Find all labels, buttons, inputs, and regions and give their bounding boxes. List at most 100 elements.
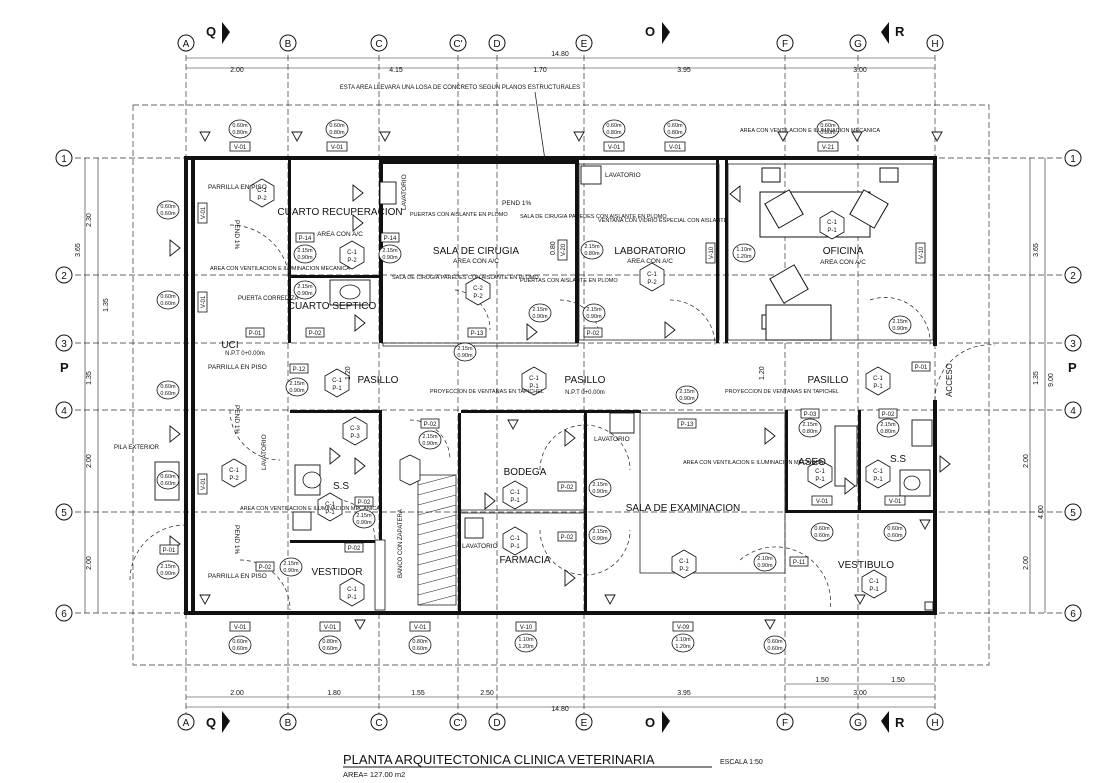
- svg-text:0.80m: 0.80m: [412, 639, 428, 645]
- svg-text:0.80m: 0.80m: [820, 130, 836, 136]
- note-ventilacion-4: AREA CON VENTILACION E ILUMINACION MECAN…: [240, 506, 380, 512]
- svg-text:0.90m: 0.90m: [283, 568, 299, 574]
- svg-text:0.80m: 0.80m: [584, 251, 600, 257]
- svg-text:P-3: P-3: [350, 434, 360, 440]
- svg-text:0.60m: 0.60m: [887, 533, 903, 539]
- room-pasillo-label-3: PASILLO: [808, 375, 849, 386]
- finish-hex-recuperacion: C-1P-2: [249, 178, 275, 208]
- svg-text:14.80: 14.80: [551, 706, 569, 713]
- svg-text:P-1: P-1: [873, 477, 883, 483]
- svg-text:2.15m: 2.15m: [592, 482, 608, 488]
- svg-text:2.00: 2.00: [86, 454, 93, 468]
- svg-text:1: 1: [1070, 154, 1076, 165]
- interior-walls: [288, 160, 935, 611]
- room-recuperacion-label: CUARTO RECUPERACION: [277, 207, 402, 218]
- svg-text:P-01: P-01: [163, 548, 176, 554]
- svg-text:G: G: [854, 718, 862, 729]
- svg-text:3: 3: [61, 339, 67, 350]
- note-pend-3: PEND 1%: [233, 405, 240, 434]
- svg-text:C-1: C-1: [647, 272, 657, 278]
- svg-text:C-1: C-1: [529, 376, 539, 382]
- svg-text:0.60m: 0.60m: [160, 384, 176, 390]
- svg-text:P-2: P-2: [257, 196, 267, 202]
- door-tag-p02-ss2: P-02: [878, 408, 898, 419]
- svg-text:F: F: [782, 718, 788, 729]
- section-r-top: R: [895, 24, 905, 39]
- svg-text:C-1: C-1: [347, 250, 357, 256]
- section-arrow-o-bottom: [662, 711, 670, 733]
- note-ventilacion-2: AREA CON VENTILACION E ILUMINACION MECAN…: [740, 128, 880, 134]
- finish-hex-farmacia: C-1P-1: [502, 526, 528, 556]
- title-block: PLANTA ARQUITECTONICA CLINICA VETERINARI…: [343, 752, 763, 779]
- svg-text:1.50: 1.50: [891, 677, 905, 684]
- svg-text:1.10m: 1.10m: [736, 247, 752, 253]
- svg-text:4: 4: [61, 406, 67, 417]
- axis-bubble-h-bottom: H: [926, 713, 944, 731]
- svg-text:P-02: P-02: [259, 565, 272, 571]
- door-tag-p01-acceso: P-01: [911, 361, 931, 372]
- svg-text:3.00: 3.00: [853, 690, 867, 697]
- svg-text:0.60m: 0.60m: [887, 526, 903, 532]
- section-arrow-o-top: [662, 22, 670, 44]
- svg-text:P-02: P-02: [348, 546, 361, 552]
- svg-text:P-1: P-1: [332, 386, 342, 392]
- svg-text:0.80m: 0.80m: [606, 130, 622, 136]
- room-vestidor-label: VESTIDOR: [311, 567, 362, 578]
- svg-text:C-1: C-1: [332, 378, 342, 384]
- svg-text:2.15m: 2.15m: [457, 346, 473, 352]
- door-tag-p12-2: P-13: [677, 418, 697, 429]
- svg-text:0.80m: 0.80m: [329, 130, 345, 136]
- svg-text:V-01: V-01: [201, 295, 207, 308]
- svg-text:2.15m: 2.15m: [880, 422, 896, 428]
- svg-text:2.15m: 2.15m: [283, 561, 299, 567]
- note-paredes-aislante-1: SALA DE CIRUGIA PAREDES CON AISLANTE EN …: [520, 214, 667, 220]
- svg-text:P-2: P-2: [347, 258, 357, 264]
- door-tag-p02-bodega: P-02: [420, 418, 440, 429]
- svg-text:C-1: C-1: [827, 220, 837, 226]
- window-tag-v01-aseo: V-01: [811, 495, 833, 506]
- svg-text:2: 2: [1070, 271, 1076, 282]
- svg-text:C-1: C-1: [679, 559, 689, 565]
- note-losa: ESTA AREA LLEVARA UNA LOSA DE CONCRETO S…: [340, 85, 580, 91]
- svg-text:2: 2: [61, 271, 67, 282]
- window-tag-v10-1: V-10: [705, 242, 716, 264]
- svg-text:V-09: V-09: [677, 625, 690, 631]
- room-recuperacion-sub: AREA CON A/C: [317, 231, 363, 238]
- svg-text:C-1: C-1: [347, 587, 357, 593]
- note-parrilla-2: PARRILLA EN PISO: [208, 364, 267, 371]
- section-arrow-r-bottom: [881, 711, 889, 733]
- window-tag-v01-bottom3: V-01: [409, 621, 431, 632]
- door-tag-p03: P-03: [800, 408, 820, 419]
- svg-text:P-13: P-13: [471, 331, 484, 337]
- svg-text:P-1: P-1: [869, 587, 879, 593]
- svg-text:1.35: 1.35: [103, 298, 110, 312]
- svg-text:V-21: V-21: [822, 145, 835, 151]
- svg-text:P-2: P-2: [473, 294, 483, 300]
- svg-text:0.80: 0.80: [550, 241, 557, 255]
- svg-text:9.00: 9.00: [1048, 373, 1055, 387]
- svg-text:C: C: [375, 718, 382, 729]
- svg-text:0.90m: 0.90m: [297, 255, 313, 261]
- svg-text:1: 1: [61, 154, 67, 165]
- section-arrow-q-bottom: [222, 711, 230, 733]
- axis-bubble-c: C: [370, 34, 388, 52]
- section-p-right: P: [1068, 360, 1077, 375]
- finish-hex-ss-b: C-1P-1: [317, 492, 343, 522]
- door-tag-p02-vestidor: P-02: [344, 542, 364, 553]
- note-ventilacion-3: AREA CON VENTILACION E ILUMINACION MECAN…: [683, 460, 823, 466]
- svg-text:3.65: 3.65: [1033, 243, 1040, 257]
